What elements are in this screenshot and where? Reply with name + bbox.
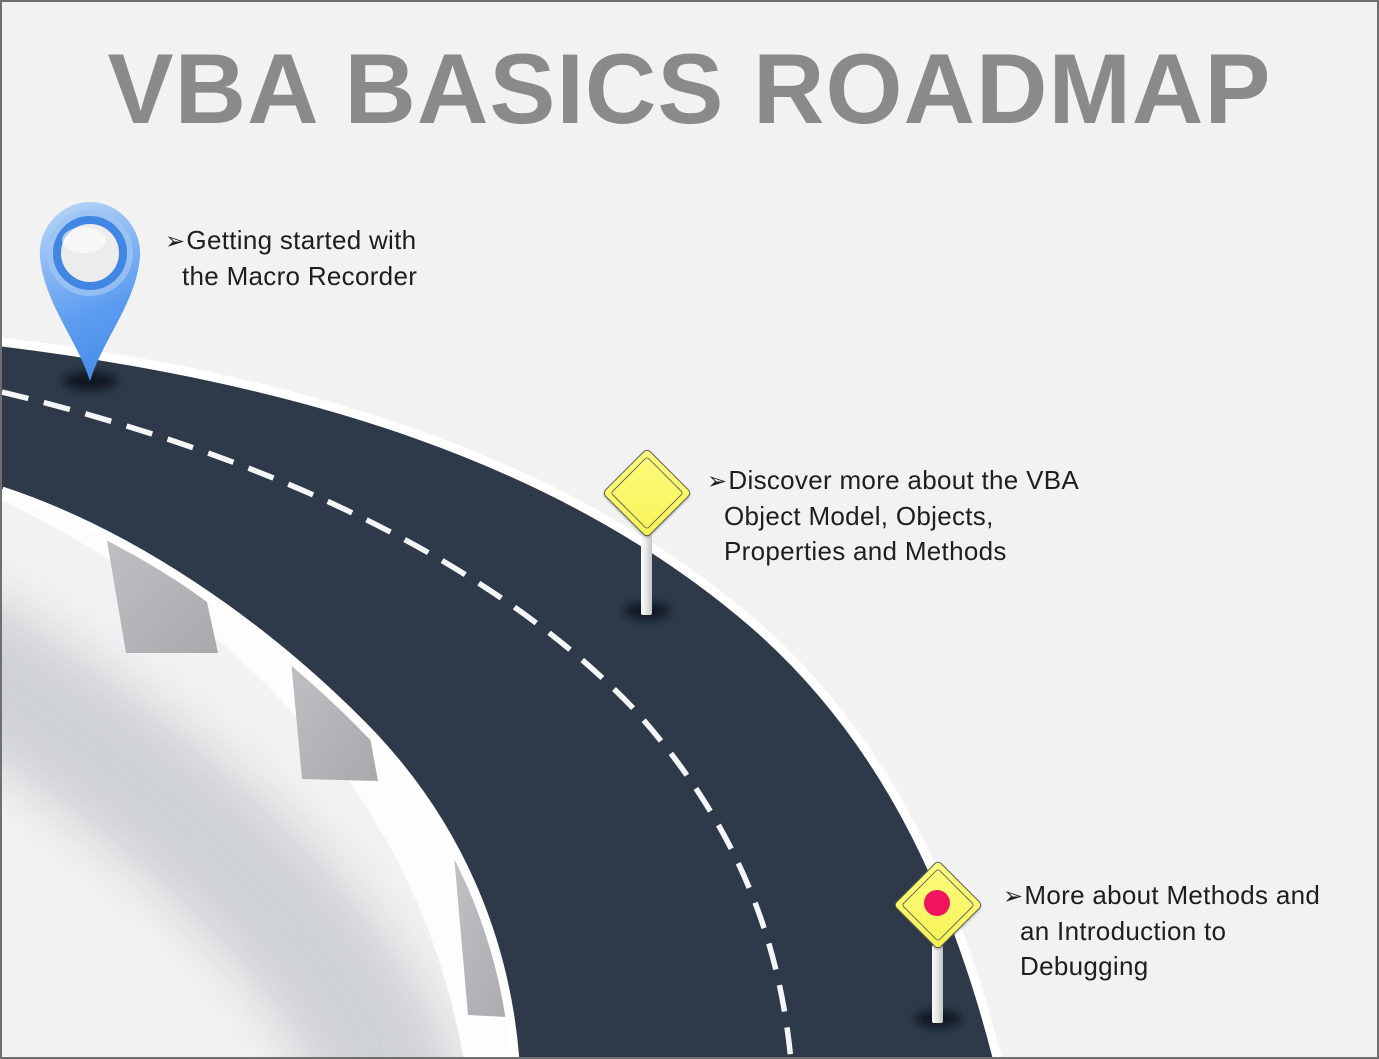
bridge-pillar [105, 529, 218, 653]
diamond-sign-icon [601, 447, 693, 539]
milestone-3-label: ➢More about Methods and an Introduction … [1003, 878, 1320, 984]
milestone-text-line: an Introduction to [1020, 916, 1227, 946]
milestone-1-label: ➢Getting started with the Macro Recorder [165, 223, 417, 294]
location-pin-icon [38, 193, 142, 383]
diamond-sign-dot-icon [892, 859, 984, 951]
milestone-text-line: Object Model, Objects, [724, 501, 994, 531]
road-centerline [2, 389, 794, 1057]
page-title: VBA BASICS ROADMAP [107, 33, 1272, 144]
arrow-bullet-icon: ➢ [165, 227, 186, 255]
road-edge-bottom [2, 486, 520, 1057]
milestone-2-label: ➢Discover more about the VBA Object Mode… [707, 463, 1079, 569]
arrow-bullet-icon: ➢ [1003, 882, 1024, 910]
arrow-bullet-icon: ➢ [707, 467, 728, 495]
pink-dot-icon [924, 890, 950, 916]
milestone-text-line: Discover more about the VBA [728, 465, 1080, 495]
milestone-text-line: the Macro Recorder [182, 261, 418, 291]
road-ground-shadow [2, 602, 456, 1057]
milestone-text-line: Properties and Methods [724, 536, 1007, 566]
road-underside-band [2, 489, 516, 1057]
milestone-text-line: More about Methods and [1024, 880, 1321, 910]
sign-post [932, 945, 943, 1023]
milestone-text-line: Getting started with [186, 225, 417, 255]
milestone-text-line: Debugging [1020, 951, 1149, 981]
sign-post [641, 535, 652, 615]
